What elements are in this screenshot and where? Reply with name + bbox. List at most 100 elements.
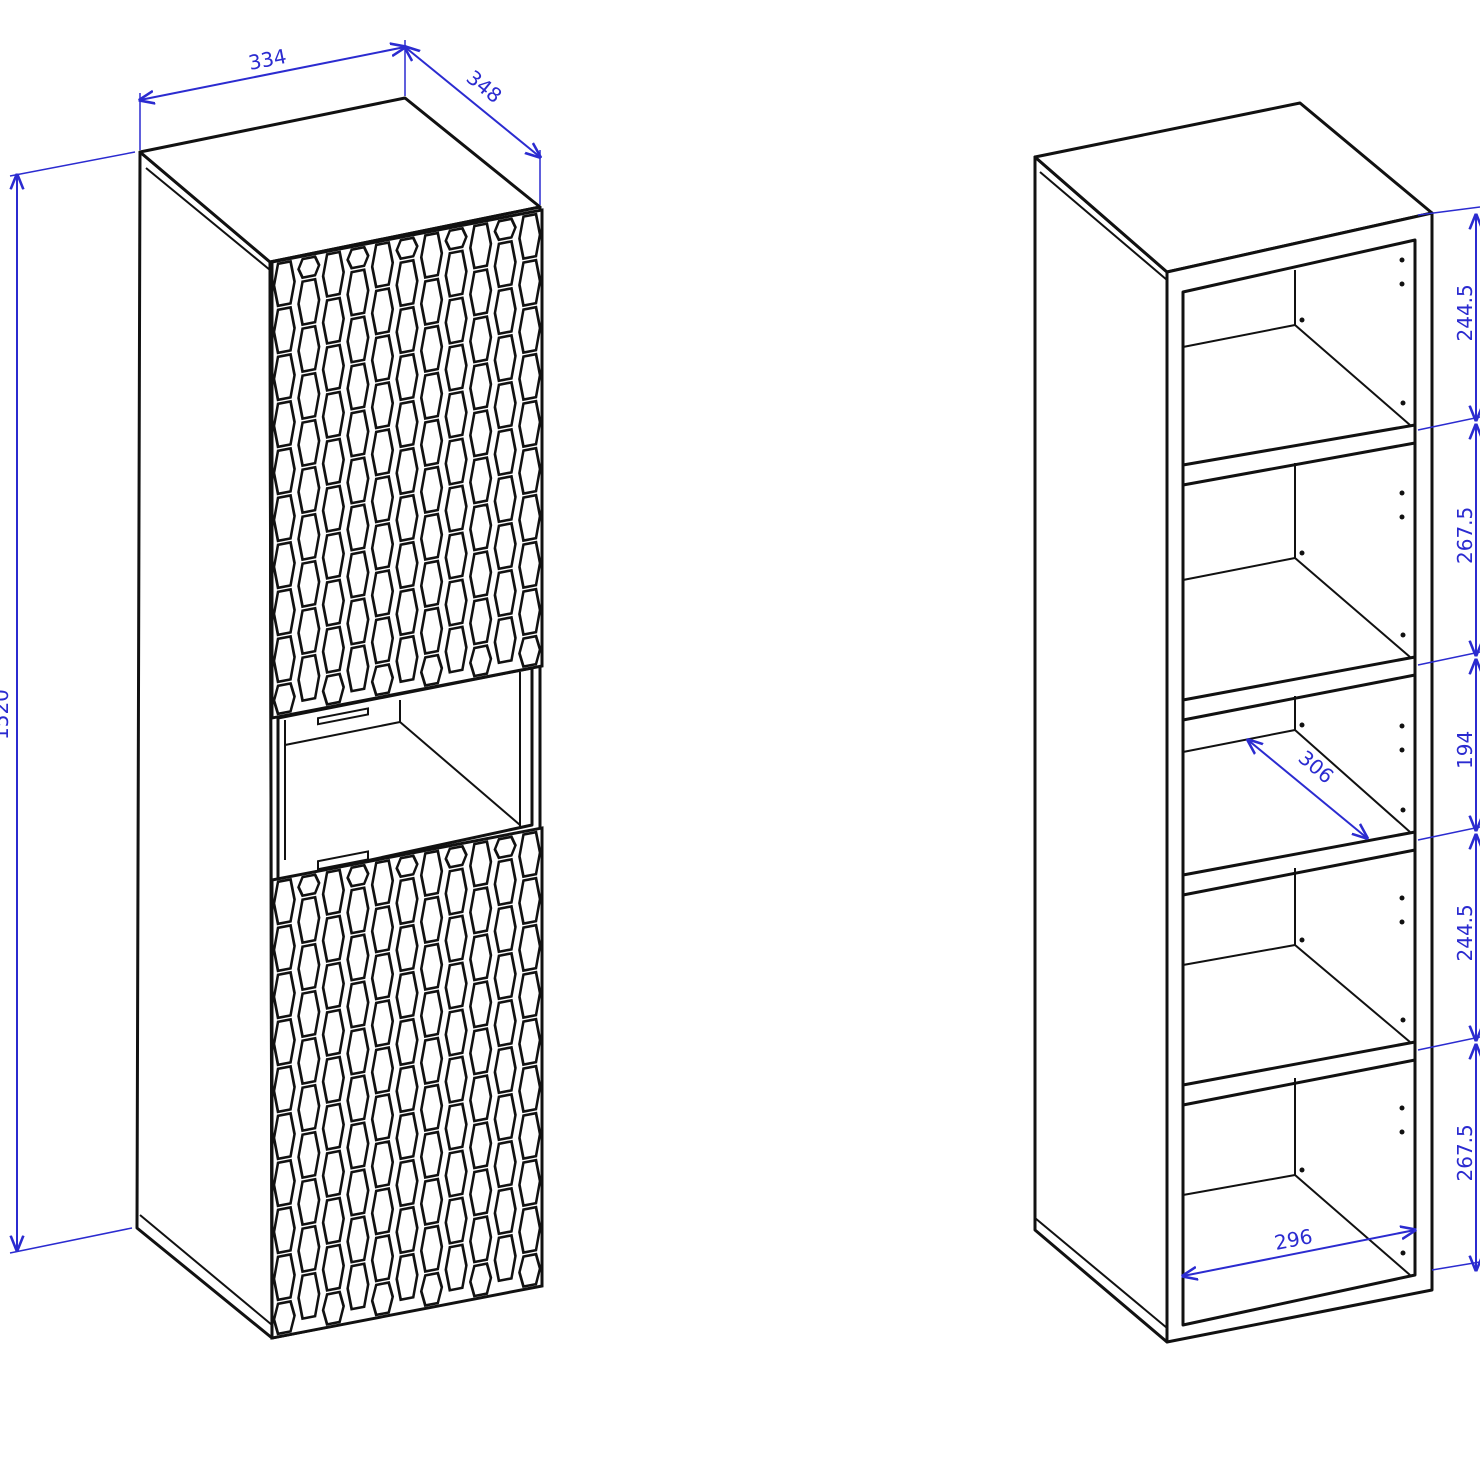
door-texture-cell xyxy=(493,568,517,618)
door-texture-cell xyxy=(395,854,419,879)
door-texture-cell xyxy=(469,409,493,458)
door-texture-cell xyxy=(493,1233,517,1283)
door-texture-cell xyxy=(370,999,395,1048)
door-texture-cell xyxy=(469,840,493,888)
door-texture-cell xyxy=(395,1158,419,1208)
door-texture-cell xyxy=(469,933,493,982)
door-texture-cell xyxy=(297,559,321,609)
lower-door-pattern xyxy=(270,826,544,1340)
door-texture-cell xyxy=(272,305,296,355)
door-texture-cell xyxy=(272,1017,296,1067)
door-texture-cell xyxy=(370,334,395,383)
door-texture-cell xyxy=(346,886,370,935)
open-cabinet-dimensions xyxy=(1417,206,1480,1270)
door-texture-cell xyxy=(395,399,419,449)
door-texture-cell xyxy=(419,989,444,1038)
door-texture-cell xyxy=(321,1055,345,1104)
door-texture-cell xyxy=(297,653,321,703)
door-texture-cell xyxy=(419,418,444,467)
door-texture-cell xyxy=(272,1111,296,1161)
door-texture-cell xyxy=(469,503,493,552)
door-texture-cell xyxy=(493,615,517,665)
door-texture-cell xyxy=(444,1102,468,1151)
door-texture-cell xyxy=(395,352,419,402)
door-texture-cell xyxy=(419,1177,444,1226)
door-texture-cell xyxy=(346,362,370,411)
door-texture-cell xyxy=(395,970,419,1020)
door-texture-cell xyxy=(395,1111,419,1161)
door-texture-cell xyxy=(321,1290,345,1326)
door-texture-cell xyxy=(297,255,321,280)
door-texture-cell xyxy=(370,952,395,1001)
door-texture-cell xyxy=(346,409,370,458)
upper-door-pattern xyxy=(270,208,544,720)
inner-width-dimension-line xyxy=(1183,1230,1415,1276)
door-texture-cell xyxy=(419,1036,444,1085)
door-texture-cell xyxy=(518,1252,542,1289)
door-texture-cell xyxy=(419,849,444,897)
door-texture-cell xyxy=(419,324,444,373)
door-texture-cell xyxy=(370,905,395,954)
width-dimension-line xyxy=(140,47,405,100)
depth-dimension-line xyxy=(405,47,540,157)
door-texture-cell xyxy=(321,296,345,345)
door-texture-cell xyxy=(297,989,321,1039)
open-niche xyxy=(276,666,534,882)
door-texture-cell xyxy=(370,428,395,477)
closed-cabinet-dimensions: 334 348 1520 xyxy=(0,40,540,1254)
door-texture-cell xyxy=(370,1093,395,1142)
door-texture-cell xyxy=(395,923,419,973)
door-texture-cell xyxy=(493,951,517,1001)
door-texture-cell xyxy=(518,212,542,261)
door-texture-cell xyxy=(272,540,296,590)
door-texture-cell xyxy=(346,597,370,646)
door-texture-cell xyxy=(493,333,517,383)
door-texture-cell xyxy=(297,895,321,945)
door-texture-cell xyxy=(493,239,517,289)
door-texture-cell xyxy=(395,1064,419,1114)
door-texture-cell xyxy=(444,844,468,869)
door-texture-cell xyxy=(346,315,370,364)
door-texture-cell xyxy=(272,681,296,716)
door-texture-cell xyxy=(444,226,468,251)
door-texture-cell xyxy=(419,277,444,326)
door-texture-cell xyxy=(469,597,493,646)
door-texture-cell xyxy=(493,857,517,907)
door-texture-cell xyxy=(469,980,493,1029)
door-texture-cell xyxy=(444,1008,468,1057)
door-texture-cell xyxy=(297,606,321,656)
door-texture-cell xyxy=(469,1121,493,1170)
door-texture-cell xyxy=(395,1017,419,1067)
door-texture-cell xyxy=(321,1102,345,1151)
door-texture-cell xyxy=(370,522,395,571)
shelf-height-label: 244.5 xyxy=(1453,904,1477,961)
door-texture-cell xyxy=(493,521,517,571)
shelf-board xyxy=(1181,655,1417,722)
door-texture-cell xyxy=(272,1064,296,1114)
door-texture-cell xyxy=(444,531,468,580)
door-texture-cell xyxy=(493,1186,517,1236)
shelf-left-side xyxy=(1033,155,1169,1344)
closed-cabinet xyxy=(135,96,544,1340)
door-texture-cell xyxy=(444,1196,468,1245)
door-texture-cell xyxy=(419,606,444,655)
door-texture-cell xyxy=(297,1224,321,1274)
door-texture-cell xyxy=(321,343,345,392)
door-texture-cell xyxy=(493,1139,517,1189)
door-texture-cell xyxy=(297,512,321,562)
door-texture-cell xyxy=(346,1074,370,1123)
door-texture-cell xyxy=(395,305,419,355)
inner-depth-dimension-line xyxy=(1248,740,1367,838)
door-texture-cell xyxy=(346,1168,370,1217)
door-texture-cell xyxy=(469,886,493,935)
door-texture-cell xyxy=(444,296,468,345)
door-texture-cell xyxy=(272,1252,296,1302)
door-texture-cell xyxy=(469,644,493,678)
door-texture-cell xyxy=(419,895,444,944)
door-texture-cell xyxy=(297,1177,321,1227)
door-texture-cell xyxy=(346,503,370,552)
door-texture-cell xyxy=(493,474,517,524)
door-texture-cell xyxy=(297,418,321,468)
door-texture-cell xyxy=(518,1111,542,1161)
door-texture-cell xyxy=(346,863,370,888)
